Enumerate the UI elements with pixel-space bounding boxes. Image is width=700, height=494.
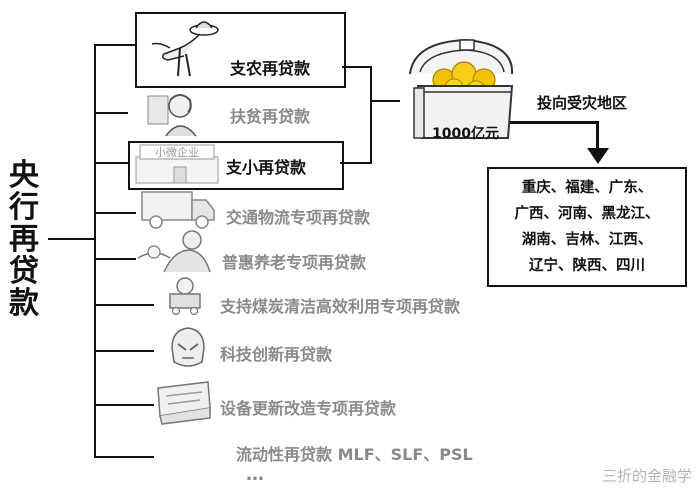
target-label: 投向受灾地区 <box>537 94 628 112</box>
branch-3 <box>94 162 128 164</box>
connector-small <box>340 162 372 164</box>
branch-2 <box>94 112 128 114</box>
instrument-liquidity-relending: 流动性再贷款 MLF、SLF、PSL <box>236 445 473 464</box>
treasure-amount: 1000亿元 <box>432 126 499 142</box>
watermark: 三折的金融学 <box>601 467 692 485</box>
branch-7 <box>94 350 154 352</box>
treasure-chest-icon <box>409 38 514 139</box>
instrument-agri-relending: 支农再贷款 <box>230 59 311 78</box>
toolbox-sketch-icon <box>157 381 211 425</box>
ellipsis: … <box>246 464 264 485</box>
arrow-horizontal <box>510 121 598 124</box>
instrument-poverty-relending: 扶贫再贷款 <box>230 107 311 126</box>
truck-sketch-icon <box>141 191 215 229</box>
connector-to-chest <box>370 100 400 102</box>
connector-agri <box>342 66 372 68</box>
instrument-small-business-relending: 支小再贷款 <box>226 158 307 177</box>
instrument-elderly-care-relending: 普惠养老专项再贷款 <box>222 253 367 272</box>
title-connector <box>48 238 96 240</box>
connector-vertical <box>370 66 372 164</box>
robot-helmet-sketch-icon <box>171 327 205 367</box>
diagram-title: 央行再贷款 <box>9 158 39 321</box>
region-line-1: 重庆、福建、广东、 <box>521 180 653 196</box>
highlight-box-small <box>128 141 344 190</box>
branch-4 <box>94 212 136 214</box>
instrument-tech-innovation-relending: 科技创新再贷款 <box>220 345 333 364</box>
poverty-relief-sketch-icon <box>147 94 197 137</box>
region-line-4: 辽宁、陕西、四川 <box>529 258 645 274</box>
instrument-coal-clean-relending: 支持煤炭清洁高效利用专项再贷款 <box>220 297 461 316</box>
branch-6 <box>94 304 154 306</box>
disaster-regions-box: 重庆、福建、广东、 广西、河南、黑龙江、 湖南、吉林、江西、 辽宁、陕西、四川 <box>487 167 687 287</box>
region-line-3: 湖南、吉林、江西、 <box>521 232 653 248</box>
instrument-equipment-renewal-relending: 设备更新改造专项再贷款 <box>220 399 397 418</box>
elderly-care-sketch-icon <box>137 230 211 273</box>
coal-cart-sketch-icon <box>169 277 201 316</box>
branch-8 <box>94 404 154 406</box>
small-enterprise-sketch-icon: 小微企业 <box>135 144 219 184</box>
enterprise-sign: 小微企业 <box>155 145 199 159</box>
farmer-sketch-icon <box>151 21 219 77</box>
bracket-vertical <box>94 44 96 458</box>
arrow-vertical <box>596 121 599 151</box>
branch-5 <box>94 258 136 260</box>
branch-9 <box>94 456 154 458</box>
instrument-logistics-relending: 交通物流专项再贷款 <box>226 208 371 227</box>
region-line-2: 广西、河南、黑龙江、 <box>514 206 660 222</box>
arrow-head-icon <box>587 148 609 164</box>
highlight-box-agri <box>135 12 346 88</box>
branch-1 <box>94 44 136 46</box>
